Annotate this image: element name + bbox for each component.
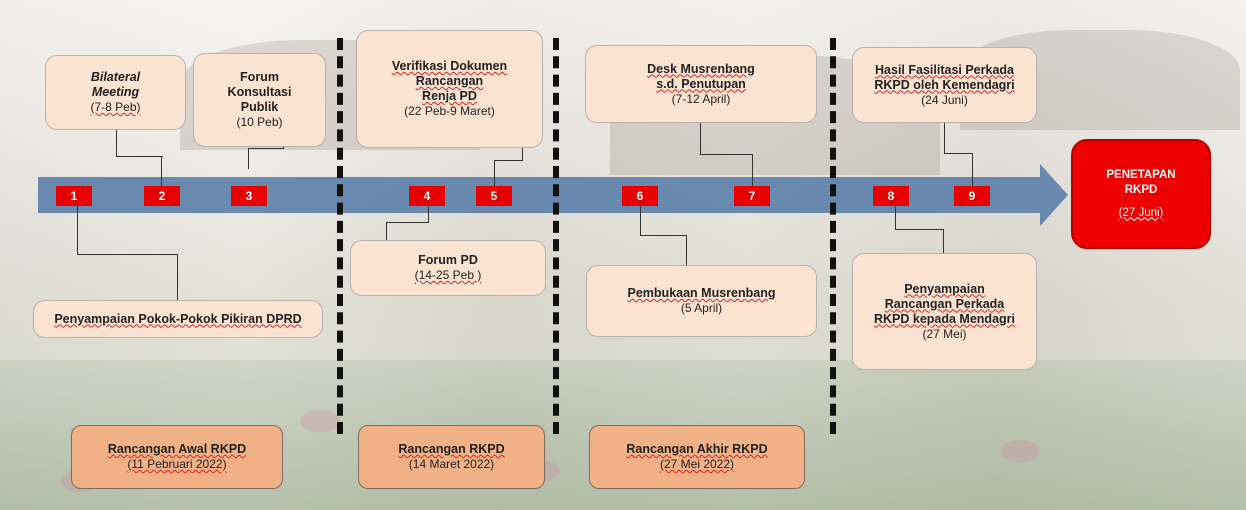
stage-text: Rancangan Awal RKPD: [107, 442, 247, 456]
box-forum-pd: Forum PD (14-25 Peb ): [350, 240, 546, 296]
stage-rancangan-akhir: Rancangan Akhir RKPD (27 Mei 2022): [589, 425, 805, 489]
box-date: (5 April): [680, 301, 723, 315]
box-text: Penyampaian Pokok-Pokok Pikiran DPRD: [54, 311, 302, 326]
phase-divider: [830, 38, 836, 434]
box-date: (24 Juni): [921, 92, 968, 107]
timeline-marker: 7: [734, 186, 770, 206]
box-text: Verifikasi Dokumen: [391, 59, 508, 73]
box-text: Forum PD: [418, 253, 478, 267]
box-pokok-pikiran-dprd: Penyampaian Pokok-Pokok Pikiran DPRD: [33, 300, 323, 338]
stage-text: Rancangan RKPD: [398, 442, 505, 456]
box-forum-konsultasi-publik: Forum Konsultasi Publik (10 Peb): [193, 53, 326, 147]
final-penetapan-rkpd: PENETAPAN RKPD (27 Juni): [1071, 139, 1211, 249]
box-text: Pembukaan Musrenbang: [627, 286, 776, 300]
box-text: RKPD oleh Kemendagri: [874, 77, 1015, 92]
box-desk-musrenbang: Desk Musrenbang s.d. Penutupan (7-12 Apr…: [585, 45, 817, 123]
final-text: RKPD: [1124, 183, 1158, 196]
box-text: Hasil Fasilitasi Perkada: [875, 62, 1014, 77]
timeline-marker: 2: [144, 186, 180, 206]
box-text: Publik: [240, 100, 279, 114]
timeline-marker: 5: [476, 186, 512, 206]
box-pembukaan-musrenbang: Pembukaan Musrenbang (5 April): [586, 265, 817, 337]
box-text: Bilateral: [90, 70, 141, 84]
box-verifikasi-dokumen: Verifikasi Dokumen Rancangan Renja PD (2…: [356, 30, 543, 148]
box-hasil-fasilitasi: Hasil Fasilitasi Perkada RKPD oleh Kemen…: [852, 47, 1037, 123]
box-date: (7-12 April): [671, 91, 731, 106]
timeline-marker: 8: [873, 186, 909, 206]
box-date: (27 Mei): [922, 326, 967, 341]
box-text: Renja PD: [422, 89, 477, 103]
box-text: Konsultasi: [227, 85, 292, 99]
stage-rancangan-awal: Rancangan Awal RKPD (11 Pebruari 2022): [71, 425, 283, 489]
box-date: (7-8 Peb): [90, 100, 141, 114]
timeline-marker: 9: [954, 186, 990, 206]
phase-divider: [553, 38, 559, 434]
timeline-marker: 4: [409, 186, 445, 206]
box-penyampaian-perkada: Penyampaian Rancangan Perkada RKPD kepad…: [852, 253, 1037, 370]
box-text: Rancangan Perkada: [884, 296, 1005, 311]
box-text: RKPD kepada Mendagri: [873, 311, 1015, 326]
box-text: Rancangan: [415, 74, 484, 88]
stage-date: (11 Pebruari 2022): [127, 457, 227, 471]
box-date: (22 Peb-9 Maret): [404, 104, 495, 118]
box-text: Meeting: [91, 85, 140, 99]
box-text: Forum: [240, 70, 279, 84]
box-text: Penyampaian: [904, 281, 985, 296]
timeline-marker: 3: [231, 186, 267, 206]
final-text: PENETAPAN: [1106, 168, 1176, 181]
box-date: (14-25 Peb ): [414, 268, 482, 282]
final-date: (27 Juni): [1118, 206, 1164, 219]
box-bilateral-meeting: Bilateral Meeting (7-8 Peb): [45, 55, 186, 130]
stage-date: (27 Mei 2022): [659, 457, 735, 471]
stage-text: Rancangan Akhir RKPD: [626, 442, 768, 456]
stage-date: (14 Maret 2022): [408, 457, 495, 471]
phase-divider: [337, 38, 343, 434]
box-text: s.d. Penutupan: [656, 76, 746, 91]
box-text: Desk Musrenbang: [647, 61, 755, 76]
box-date: (10 Peb): [236, 115, 283, 129]
stage-rancangan-rkpd: Rancangan RKPD (14 Maret 2022): [358, 425, 545, 489]
timeline-marker: 1: [56, 186, 92, 206]
timeline-marker: 6: [622, 186, 658, 206]
